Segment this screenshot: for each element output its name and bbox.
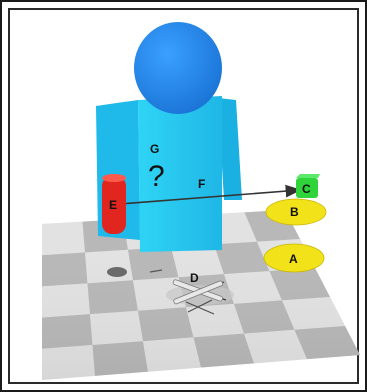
label-a: A: [289, 252, 298, 266]
label-c: C: [302, 182, 311, 196]
label-e: E: [109, 198, 117, 212]
label-d: D: [190, 271, 199, 285]
floor-spot: [107, 267, 127, 277]
label-b: B: [290, 205, 299, 219]
question-mark: ?: [148, 160, 165, 193]
label-g: G: [150, 142, 159, 156]
person-head: [134, 22, 222, 114]
label-f: F: [198, 177, 205, 191]
